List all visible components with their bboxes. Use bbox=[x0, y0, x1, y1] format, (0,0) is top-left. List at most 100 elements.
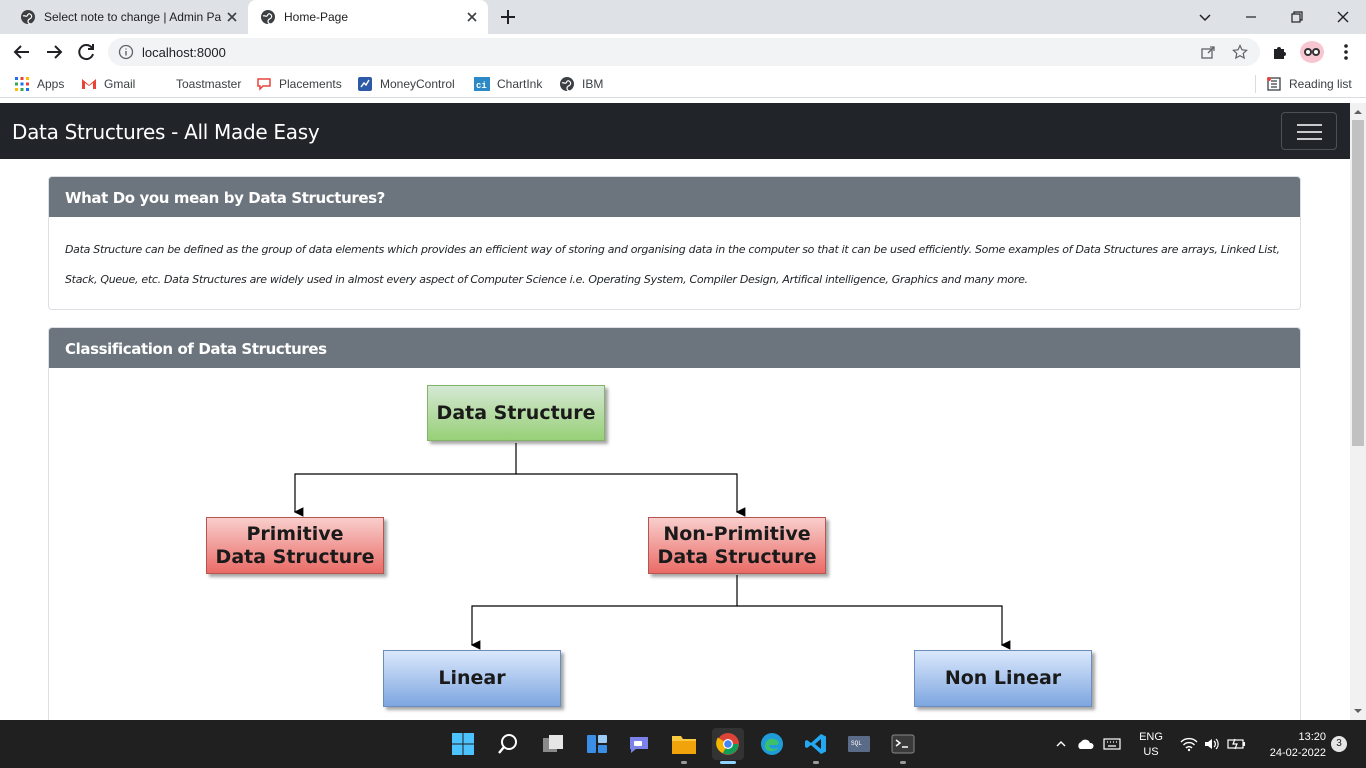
clock-time: 13:20 bbox=[1298, 731, 1326, 743]
clock-date: 24-02-2022 bbox=[1269, 747, 1326, 759]
bookmarks-bar: Apps Gmail Toastmaster Placements MoneyC… bbox=[0, 70, 1366, 98]
tab-search-chevron-icon[interactable] bbox=[1194, 6, 1216, 28]
keyboard-icon[interactable] bbox=[1103, 737, 1121, 751]
clock[interactable]: 13:20 24-02-2022 bbox=[1256, 729, 1326, 761]
edge-icon[interactable] bbox=[756, 728, 788, 760]
bookmark-gmail[interactable]: Gmail bbox=[81, 75, 135, 93]
profile-avatar[interactable] bbox=[1300, 41, 1324, 63]
scrollbar-thumb[interactable] bbox=[1352, 120, 1364, 446]
hamburger-line bbox=[1297, 124, 1322, 126]
teams-chat-icon[interactable] bbox=[623, 728, 655, 760]
moneycontrol-icon bbox=[357, 76, 373, 92]
url-text: localhost:8000 bbox=[142, 44, 226, 60]
chrome-icon[interactable] bbox=[712, 728, 744, 760]
language-indicator[interactable]: ENG US bbox=[1134, 730, 1168, 760]
volume-icon[interactable] bbox=[1203, 736, 1221, 752]
hamburger-line bbox=[1297, 138, 1322, 140]
bookmark-label: Placements bbox=[279, 77, 342, 91]
bookmark-moneycontrol[interactable]: MoneyControl bbox=[357, 75, 455, 93]
glasses-icon bbox=[1304, 48, 1320, 56]
task-view-icon[interactable] bbox=[537, 728, 569, 760]
reading-list-icon bbox=[1266, 76, 1282, 92]
search-icon[interactable] bbox=[492, 728, 524, 760]
node-non-primitive: Non-Primitive Data Structure bbox=[648, 517, 826, 574]
running-indicator bbox=[813, 761, 819, 764]
node-label: Primitive bbox=[246, 522, 344, 545]
chartink-icon: ci bbox=[474, 76, 490, 92]
info-icon[interactable] bbox=[118, 44, 134, 60]
apps-grid-icon bbox=[14, 76, 30, 92]
node-non-linear: Non Linear bbox=[914, 650, 1092, 707]
bookmark-star-icon[interactable] bbox=[1232, 44, 1248, 60]
gmail-icon bbox=[81, 76, 97, 92]
node-label: Non Linear bbox=[944, 667, 1062, 689]
bookmark-placements[interactable]: Placements bbox=[256, 75, 342, 93]
reading-list[interactable]: Reading list bbox=[1266, 75, 1352, 93]
address-bar[interactable]: localhost:8000 bbox=[108, 38, 1260, 66]
bookmark-ibm[interactable]: IBM bbox=[559, 75, 603, 93]
close-icon[interactable] bbox=[464, 9, 480, 25]
chevron-up-icon[interactable] bbox=[1054, 737, 1068, 751]
card-header: What Do you mean by Data Structures? bbox=[49, 177, 1300, 217]
tab-home[interactable]: Home-Page bbox=[248, 0, 488, 34]
notification-count: 3 bbox=[1336, 738, 1342, 749]
close-icon[interactable] bbox=[224, 9, 240, 25]
node-label: Data Structure bbox=[657, 545, 817, 568]
bookmarks-divider bbox=[1255, 75, 1256, 93]
hamburger-line bbox=[1297, 131, 1322, 133]
widgets-icon[interactable] bbox=[581, 728, 613, 760]
node-linear: Linear bbox=[383, 650, 561, 707]
bookmark-label: IBM bbox=[582, 77, 604, 91]
new-tab-icon[interactable] bbox=[498, 7, 518, 27]
node-label: Linear bbox=[438, 667, 506, 689]
forward-arrow-icon[interactable] bbox=[42, 40, 66, 64]
minimize-icon[interactable] bbox=[1240, 6, 1262, 28]
terminal-icon[interactable] bbox=[887, 728, 919, 760]
classification-card: Classification of Data Structures bbox=[48, 327, 1301, 720]
browser-toolbar: localhost:8000 bbox=[0, 34, 1366, 70]
node-label: Data Structure bbox=[436, 401, 596, 424]
tab-title: Select note to change | Admin Pa bbox=[44, 10, 222, 24]
file-explorer-icon[interactable] bbox=[668, 728, 700, 760]
notification-badge[interactable]: 3 bbox=[1331, 736, 1347, 752]
onedrive-cloud-icon[interactable] bbox=[1076, 737, 1096, 751]
node-data-structure: Data Structure bbox=[427, 385, 605, 441]
svg-text:SQL: SQL bbox=[851, 740, 862, 747]
wifi-icon[interactable] bbox=[1180, 736, 1198, 752]
share-icon[interactable] bbox=[1200, 44, 1216, 60]
sql-icon[interactable]: SQL bbox=[843, 728, 875, 760]
vscode-icon[interactable] bbox=[800, 728, 832, 760]
running-indicator bbox=[900, 761, 906, 764]
node-primitive: Primitive Data Structure bbox=[206, 517, 384, 574]
scroll-down-arrow-icon[interactable] bbox=[1350, 704, 1366, 718]
scroll-up-arrow-icon[interactable] bbox=[1350, 105, 1366, 119]
bookmark-label: Gmail bbox=[104, 77, 136, 91]
navbar: Data Structures - All Made Easy bbox=[0, 103, 1350, 159]
tab-title: Home-Page bbox=[284, 10, 349, 24]
window-close-icon[interactable] bbox=[1332, 6, 1354, 28]
region-code: US bbox=[1143, 746, 1159, 758]
bookmark-apps[interactable]: Apps bbox=[14, 75, 64, 93]
bookmark-label: Toastmaster bbox=[176, 77, 242, 91]
navbar-toggler-button[interactable] bbox=[1281, 112, 1337, 150]
bookmark-label: Apps bbox=[37, 77, 65, 91]
windows-taskbar: SQL ENG US 13:20 24-02-2022 3 bbox=[0, 720, 1366, 768]
tab-admin[interactable]: Select note to change | Admin Pa bbox=[8, 0, 248, 34]
battery-icon[interactable] bbox=[1227, 736, 1247, 752]
globe-icon bbox=[559, 76, 575, 92]
more-menu-icon[interactable] bbox=[1334, 40, 1358, 64]
reload-icon[interactable] bbox=[74, 40, 98, 64]
bookmark-toastmaster[interactable]: Toastmaster bbox=[176, 75, 241, 93]
running-indicator bbox=[681, 761, 687, 764]
tab-strip: Select note to change | Admin Pa Home-Pa… bbox=[0, 0, 1366, 34]
start-icon[interactable] bbox=[447, 728, 479, 760]
diagram-connectors bbox=[293, 443, 1011, 650]
extensions-puzzle-icon[interactable] bbox=[1268, 40, 1292, 64]
navbar-brand[interactable]: Data Structures - All Made Easy bbox=[12, 120, 320, 144]
card-header: Classification of Data Structures bbox=[49, 328, 1300, 368]
reading-list-label: Reading list bbox=[1289, 77, 1352, 91]
restore-icon[interactable] bbox=[1286, 6, 1308, 28]
node-label: Data Structure bbox=[215, 545, 375, 568]
back-arrow-icon[interactable] bbox=[10, 40, 34, 64]
bookmark-chartink[interactable]: ci ChartInk bbox=[474, 75, 542, 93]
